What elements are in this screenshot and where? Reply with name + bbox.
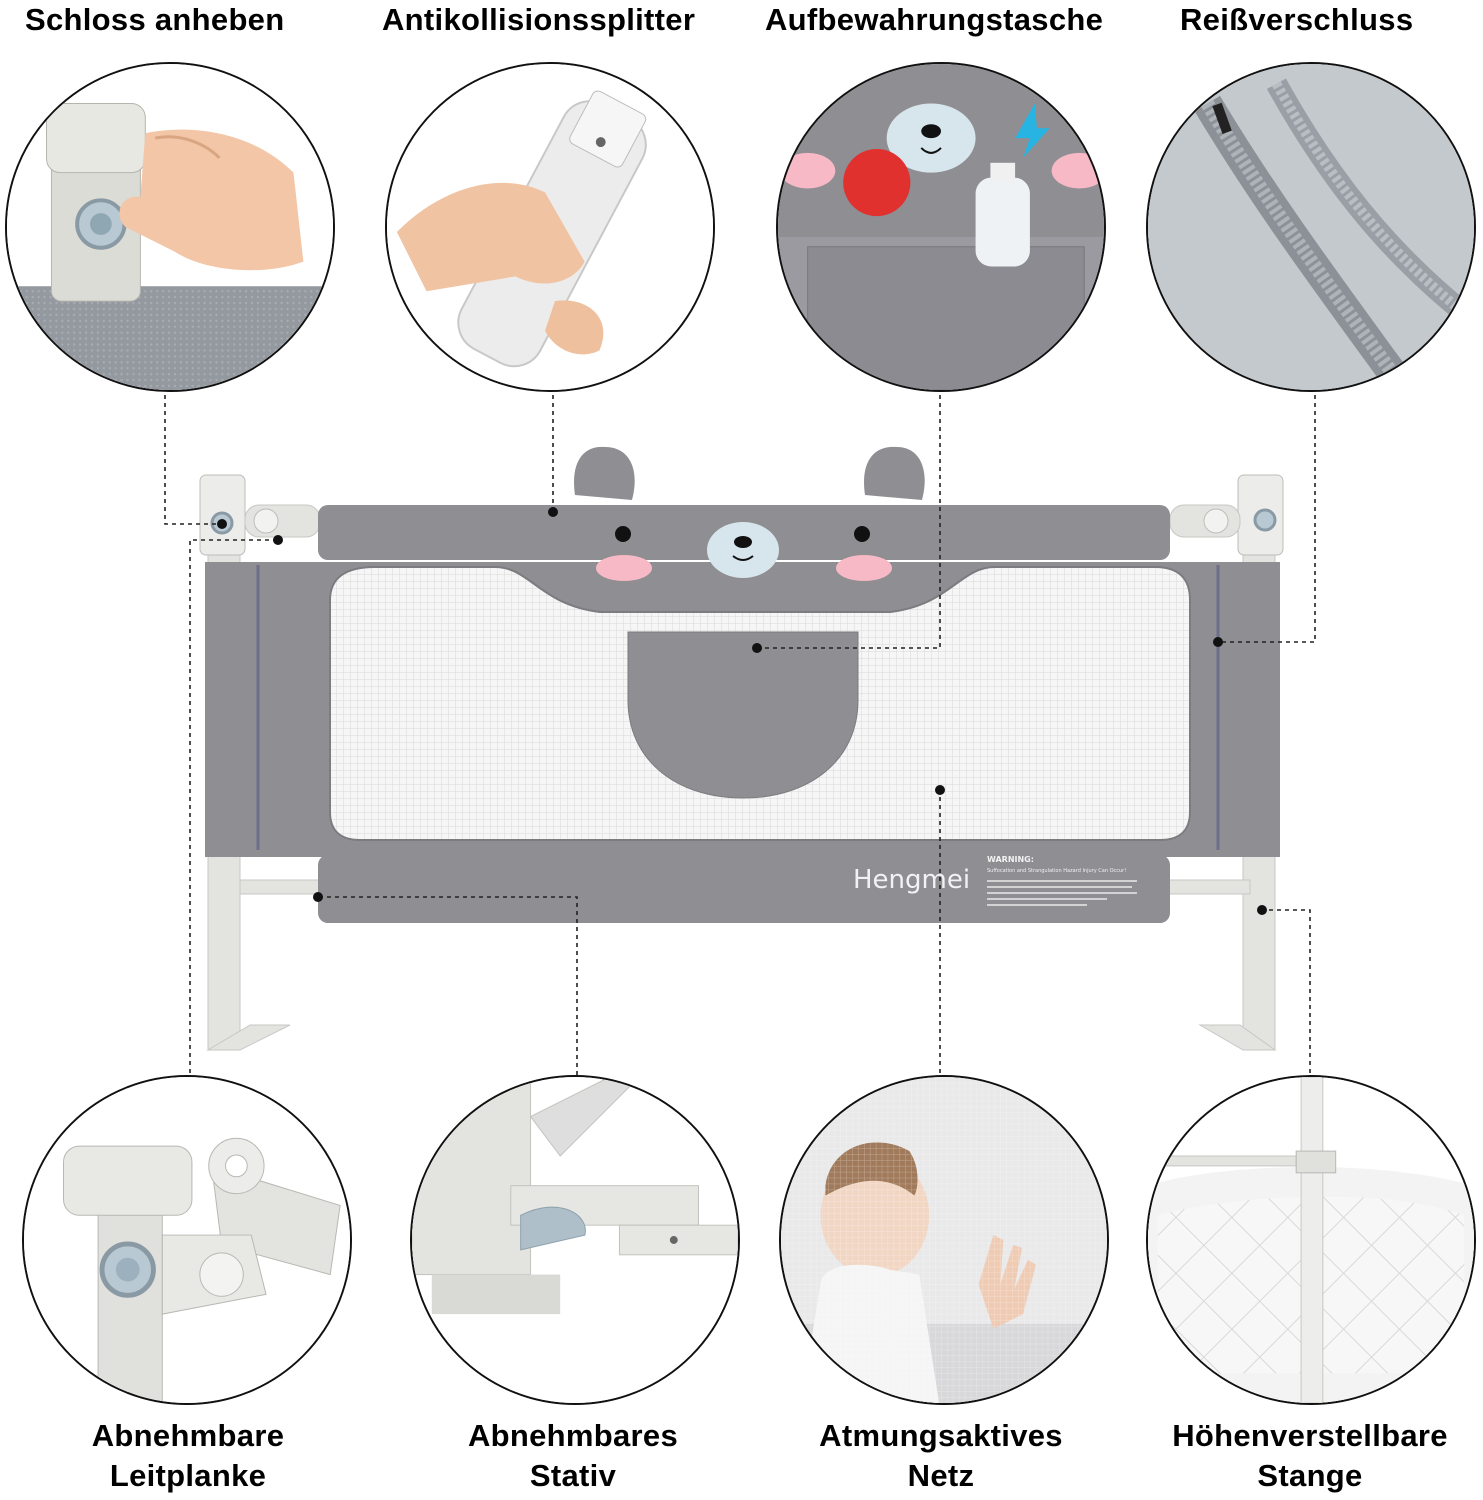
feature-label-breathable-mesh-line2: Netz	[907, 1458, 975, 1493]
feature-label-height-adjustable-bar-line2: Stange	[1257, 1458, 1363, 1493]
warning-text-lines	[987, 880, 1137, 906]
warning-subtitle: Suffocation and Strangulation Hazard Inj…	[987, 868, 1126, 874]
removable-stand-detail-image	[410, 1075, 740, 1405]
feature-label-height-adjustable-bar-line1: Höhenverstellbare	[1172, 1418, 1448, 1453]
feature-label-zipper: Reißverschluss	[1180, 2, 1414, 37]
feature-label-removable-stand-line2: Stativ	[529, 1458, 617, 1493]
removable-rail-detail-image	[22, 1075, 352, 1405]
storage-pocket-detail-image	[776, 62, 1106, 392]
feature-label-removable-stand: Abnehmbares Stativ	[448, 1416, 698, 1496]
lift-lock-detail-image	[5, 62, 335, 392]
feature-label-removable-rail-line2: Leitplanke	[109, 1458, 267, 1493]
anti-collision-detail-image	[385, 62, 715, 392]
zipper-detail-image	[1146, 62, 1476, 392]
feature-label-storage-pocket: Aufbewahrungstasche	[765, 2, 1104, 37]
breathable-mesh-detail-image	[779, 1075, 1109, 1405]
feature-label-removable-stand-line1: Abnehmbares	[467, 1418, 679, 1453]
feature-label-breathable-mesh: Atmungsaktives Netz	[796, 1416, 1086, 1496]
brand-logo-text: Hengmei	[853, 865, 970, 895]
feature-label-removable-rail: Abnehmbare Leitplanke	[68, 1416, 308, 1496]
feature-label-height-adjustable-bar: Höhenverstellbare Stange	[1140, 1416, 1480, 1496]
feature-label-removable-rail-line1: Abnehmbare	[91, 1418, 285, 1453]
warning-title: WARNING:	[987, 855, 1034, 864]
feature-label-lift-lock: Schloss anheben	[25, 2, 285, 37]
feature-label-anti-collision: Antikollisionssplitter	[382, 2, 696, 37]
feature-label-breathable-mesh-line1: Atmungsaktives	[819, 1418, 1063, 1453]
height-adjustable-bar-detail-image	[1146, 1075, 1476, 1405]
